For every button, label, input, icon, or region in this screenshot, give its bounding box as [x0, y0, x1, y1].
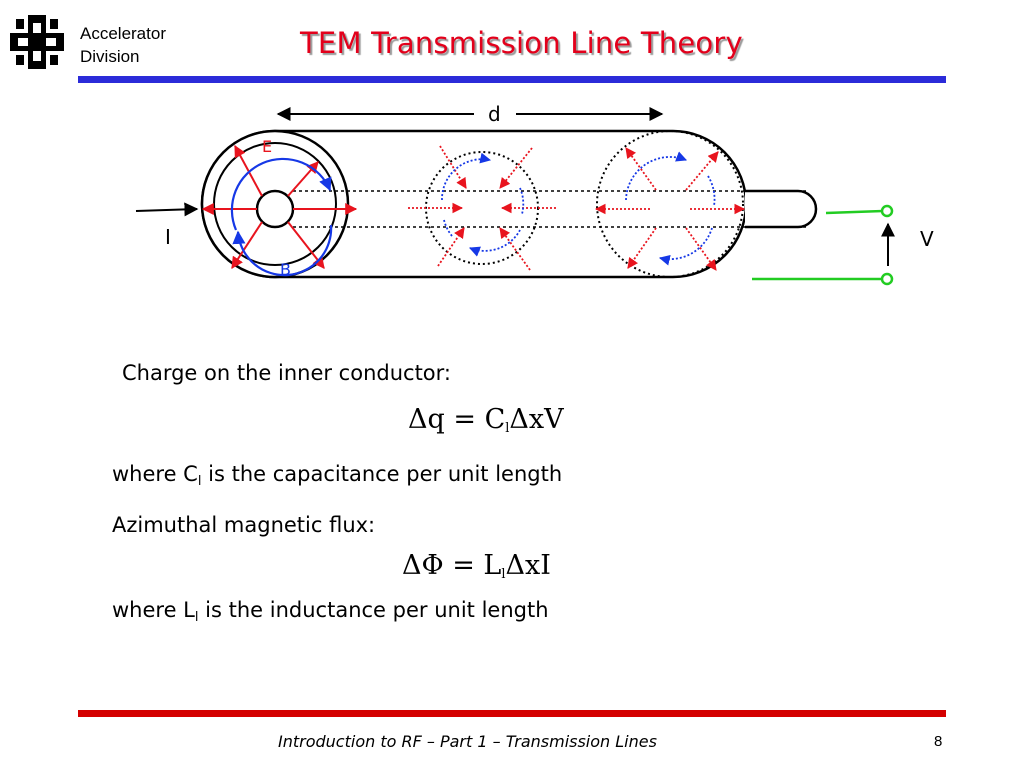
line4-sub: l	[194, 610, 199, 625]
org-name: Accelerator Division	[80, 22, 166, 68]
e-field-arrows-far	[594, 147, 746, 271]
line2-sub: l	[197, 474, 202, 489]
label-e: E	[262, 137, 272, 156]
header-divider	[78, 76, 946, 83]
eq1-lhs: Δq = C	[408, 404, 506, 435]
capacitance-note: where Cl is the capacitance per unit len…	[112, 462, 562, 489]
org-line-2: Division	[80, 47, 140, 66]
inner-conductor-end	[745, 189, 818, 229]
flux-heading: Azimuthal magnetic flux:	[112, 513, 376, 537]
dielectric-face	[213, 142, 337, 266]
charge-heading: Charge on the inner conductor:	[122, 361, 451, 385]
label-i: I	[165, 225, 171, 249]
eq2-rhs: ΔxI	[505, 550, 551, 581]
line2-pre: where C	[112, 462, 198, 486]
inner-conductor-face	[255, 189, 295, 229]
flux-equation: ΔΦ = LlΔxI	[402, 550, 551, 582]
eq1-rhs: ΔxV	[509, 404, 564, 435]
b-field-loop	[230, 157, 333, 277]
voltage-terminals	[752, 204, 894, 286]
org-line-1: Accelerator	[80, 24, 166, 43]
line4-post: is the inductance per unit length	[198, 598, 549, 622]
inductance-note: where Ll is the inductance per unit leng…	[112, 598, 549, 625]
label-d: d	[488, 102, 501, 126]
e-field-arrows-middle	[408, 145, 556, 271]
b-field-loop-middle	[441, 152, 525, 257]
line4-pre: where L	[112, 598, 195, 622]
line2-post: is the capacitance per unit length	[201, 462, 563, 486]
eq2-lhs: ΔΦ = L	[402, 550, 502, 581]
label-b: B	[280, 260, 291, 279]
label-v: V	[920, 227, 934, 251]
b-field-loop-far	[625, 151, 716, 266]
current-arrow	[135, 202, 199, 217]
eq1-sub: l	[505, 421, 510, 436]
page-number: 8	[934, 733, 943, 750]
slide-title: TEM Transmission Line Theory	[300, 26, 743, 60]
charge-equation: Δq = ClΔxV	[408, 404, 564, 436]
eq2-sub: l	[501, 567, 506, 582]
footer-text: Introduction to RF – Part 1 – Transmissi…	[278, 732, 657, 751]
fermilab-logo-icon	[10, 15, 64, 69]
footer-divider	[78, 710, 946, 717]
